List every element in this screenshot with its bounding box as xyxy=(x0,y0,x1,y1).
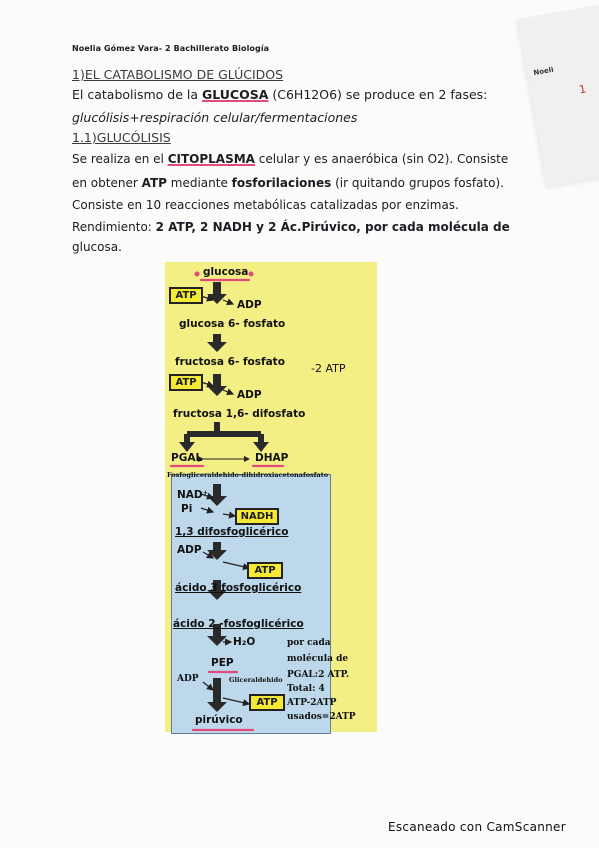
keyword-rendimiento: 2 ATP, 2 NADH y 2 Ác.Pirúvico, por cada … xyxy=(155,220,510,234)
section-title-1: 1)EL CATABOLISMO DE GLÚCIDOS xyxy=(72,67,284,82)
down-arrow-icon xyxy=(207,484,227,506)
atp-box: ATP xyxy=(169,374,203,391)
note-line-6: usados=2ATP xyxy=(287,712,356,722)
down-arrow-icon xyxy=(207,542,227,560)
facing-page-number: 1 xyxy=(578,82,588,97)
note-line-1: por cada xyxy=(287,638,331,648)
label-acido-2-fosfoglicerico: ácido 2 -fosfoglicérico xyxy=(173,618,304,630)
label-pi: Pi xyxy=(181,503,193,515)
label-dhap: DHAP xyxy=(255,452,289,464)
note-line-4: Total: 4 xyxy=(287,684,325,694)
paragraph-line-2: glucólisis+respiración celular/fermentac… xyxy=(72,110,358,125)
diagram-arrows xyxy=(169,271,285,732)
page-header: Noelia Gómez Vara- 2 Bachillerato Biolog… xyxy=(72,44,270,53)
label-minus-2-atp: -2 ATP xyxy=(311,362,346,375)
down-arrow-icon xyxy=(207,334,227,352)
facing-page-text: Noeli xyxy=(532,65,555,78)
paragraph-line-1: El catabolismo de la GLUCOSA (C6H12O6) s… xyxy=(72,87,487,102)
text-run: celular y es anaeróbica (sin O2). Consis… xyxy=(254,152,509,166)
down-arrow-icon xyxy=(207,678,227,712)
down-arrow-icon xyxy=(207,624,227,646)
split-arrowheads xyxy=(179,442,269,452)
pep-note: Gliceraldehido xyxy=(229,676,283,684)
label-1-3-difosfoglicerico: 1,3 difosfoglicérico xyxy=(175,526,289,538)
label-acido-3-fosfoglicerico: ácido 3 fosfoglicérico xyxy=(175,582,302,594)
paragraph-line-6: Rendimiento: 2 ATP, 2 NADH y 2 Ác.Pirúvi… xyxy=(72,220,510,234)
text-run: (ir quitando grupos fosfato). xyxy=(331,176,504,190)
glycolysis-diagram: glucosa ATP ADP glucosa 6- fosfato fruct… xyxy=(165,262,377,734)
paragraph-line-4: en obtener ATP mediante fosforilaciones … xyxy=(72,176,504,190)
atp-box: ATP xyxy=(247,562,283,579)
label-h2o: H₂O xyxy=(233,636,256,648)
paragraph-line-5: Consiste en 10 reacciones metabólicas ca… xyxy=(72,198,459,212)
label-piruvico: pirúvico xyxy=(195,714,243,726)
label-adp: ADP xyxy=(237,389,262,401)
text-run: Rendimiento: xyxy=(72,220,156,234)
label-pgal: PGAL xyxy=(171,452,203,464)
atp-box: ATP xyxy=(249,694,285,711)
down-arrow-icon xyxy=(207,374,227,396)
keyword-citoplasma: CITOPLASMA xyxy=(167,152,255,166)
note-line-2: molécula de xyxy=(287,654,349,664)
label-pep: PEP xyxy=(211,657,234,669)
label-adp: ADP xyxy=(177,544,202,556)
label-adp: ADP xyxy=(177,674,199,684)
scanner-watermark: Escaneado con CamScanner xyxy=(388,820,566,834)
label-nad: NAD⁺ xyxy=(177,489,209,501)
down-arrow-icon xyxy=(207,580,227,600)
atp-box: ATP xyxy=(169,287,203,304)
text-run: Se realiza en el xyxy=(72,152,168,166)
text-run: mediante xyxy=(166,176,232,190)
paragraph-line-3: Se realiza en el CITOPLASMA celular y es… xyxy=(72,152,508,166)
label-glucosa: glucosa xyxy=(203,266,249,278)
keyword-glucosa: GLUCOSA xyxy=(201,87,269,102)
paragraph-line-7: glucosa. xyxy=(72,240,122,254)
note-line-5: ATP-2ATP xyxy=(287,698,337,708)
label-fructosa-6-fosfato: fructosa 6- fosfato xyxy=(175,356,285,368)
keyword-fosforilaciones: fosforilaciones xyxy=(231,176,332,190)
label-glucosa-6-fosfato: glucosa 6- fosfato xyxy=(179,318,286,330)
down-arrows xyxy=(207,282,227,712)
text-run: (C6H12O6) se produce en 2 fases: xyxy=(268,87,488,102)
label-fructosa-1-6-difosfato: fructosa 1,6- difosfato xyxy=(173,408,306,420)
text-run: en obtener xyxy=(72,176,142,190)
keyword-atp: ATP xyxy=(141,176,167,190)
facing-page-corner: Noeli 1 xyxy=(517,3,599,187)
label-adp: ADP xyxy=(237,299,262,311)
section-title-2: 1.1)GLUCÓLISIS xyxy=(72,130,171,145)
split-arrow-icon xyxy=(184,422,264,444)
note-line-3: PGAL:2 ATP. xyxy=(287,670,350,680)
text-run: El catabolismo de la xyxy=(72,87,202,102)
pgal-dhap-caption: Fosfogliceraldehido-dihidroxiacetonafosf… xyxy=(167,471,329,479)
nadh-box: NADH xyxy=(235,508,279,525)
